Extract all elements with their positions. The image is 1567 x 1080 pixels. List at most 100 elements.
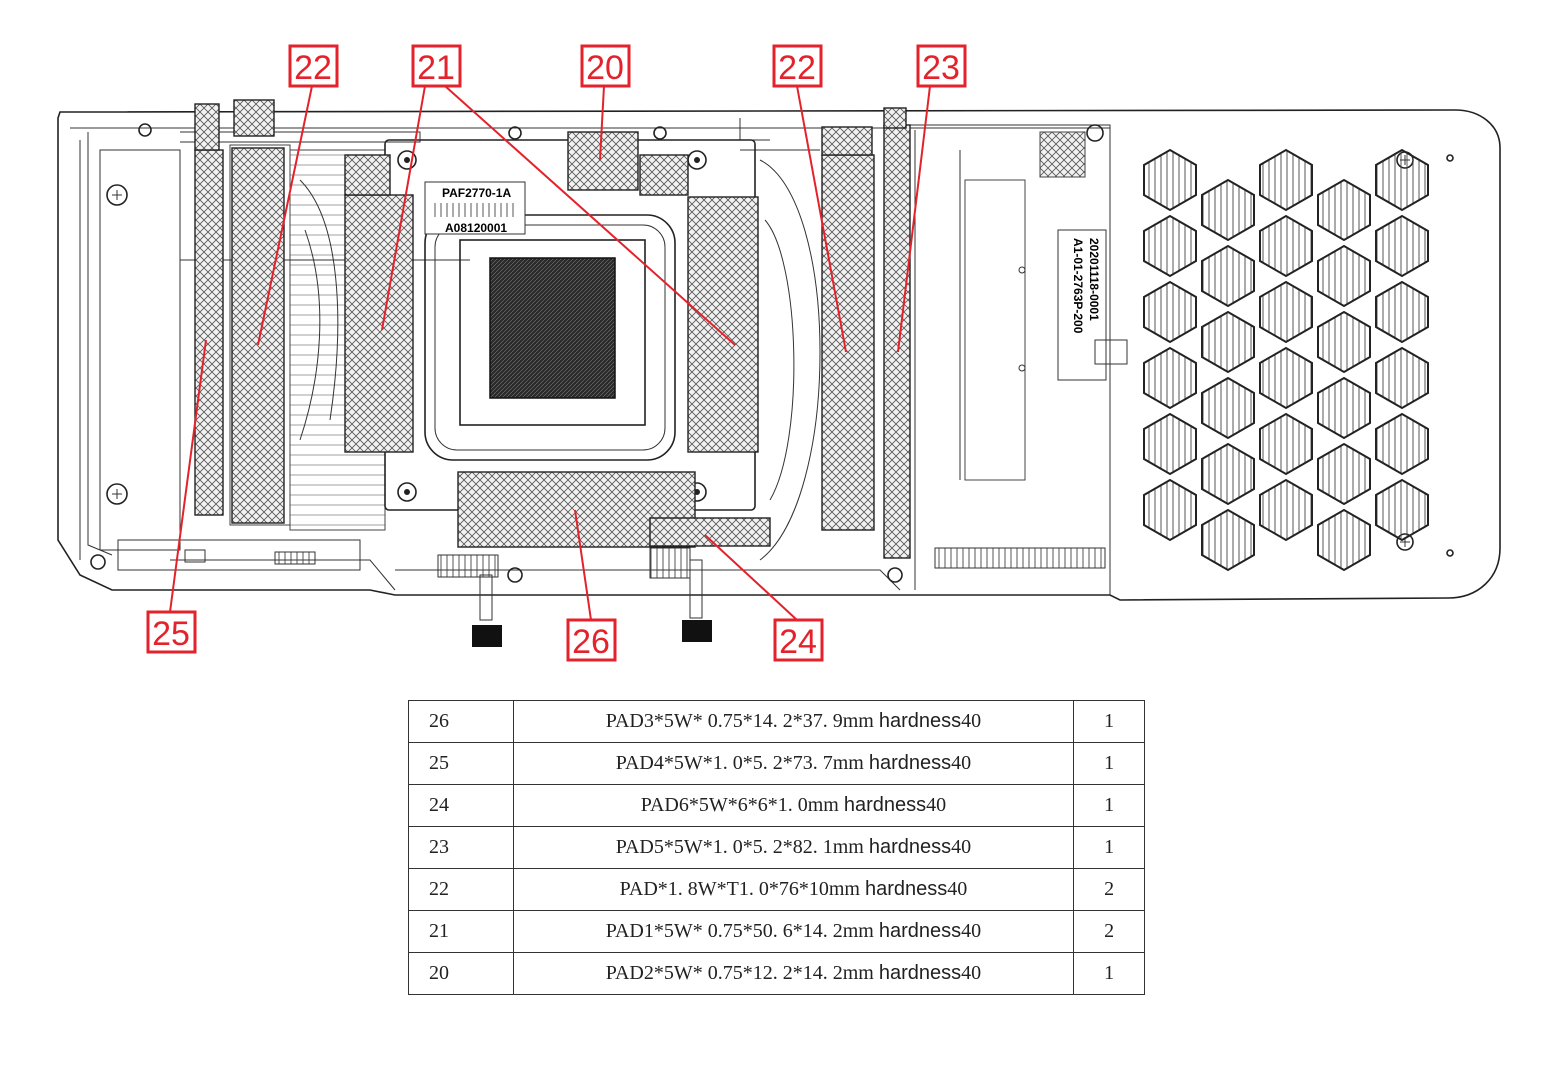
hex-vent-cell: [1375, 280, 1429, 344]
quantity: 1: [1073, 742, 1145, 785]
part-spec: PAD5*5W*1. 0*5. 2*82. 1mm: [615, 836, 864, 858]
item-number: 26: [408, 700, 514, 743]
hex-vent-cell: [1317, 178, 1371, 242]
thermal-pad-tab: [194, 103, 220, 151]
hex-vent-cell: [1201, 178, 1255, 242]
callout-number: 25: [152, 615, 190, 653]
part-spec: PAD*1. 8W*T1. 0*76*10mm: [619, 878, 860, 900]
fan-connector-right: [649, 547, 712, 642]
thermal-pad-tab: [821, 126, 873, 156]
screw-icon: [887, 567, 903, 583]
screw-icon: [90, 554, 106, 570]
hex-vent-cell: [1259, 214, 1313, 278]
quantity: 1: [1073, 700, 1145, 743]
item-number: 21: [408, 910, 514, 953]
item-number: 25: [408, 742, 514, 785]
hex-vent-cell: [1317, 244, 1371, 308]
part-description: PAD6*5W*6*6*1. 0mm hardness40: [512, 784, 1075, 827]
callout-number: 21: [417, 49, 455, 87]
hex-vent-cell: [1201, 376, 1255, 440]
thermal-pad-21-right: [687, 196, 759, 453]
part-spec: PAD6*5W*6*6*1. 0mm: [640, 794, 839, 816]
hardness-label: hardness: [878, 710, 962, 732]
hex-vent-cell: [1375, 412, 1429, 476]
part-spec: PAD1*5W* 0.75*50. 6*14. 2mm: [605, 920, 874, 942]
hex-vent-cell: [1201, 442, 1255, 506]
item-number: 20: [408, 952, 514, 995]
part-spec: PAD2*5W* 0.75*12. 2*14. 2mm: [605, 962, 874, 984]
screw-icon: [507, 567, 523, 583]
screw-icon: [653, 126, 667, 140]
hardness-label: hardness: [878, 962, 962, 984]
hex-vent-cell: [1375, 214, 1429, 278]
hex-vent-cell: [1317, 508, 1371, 572]
callout-number: 26: [572, 623, 610, 661]
screw-icon: [687, 150, 707, 170]
screw-icon: [1446, 549, 1454, 557]
hardness-label: hardness: [868, 836, 952, 858]
quantity: 2: [1073, 910, 1145, 953]
hex-vent-cell: [1143, 148, 1197, 212]
thermal-pad-25: [194, 149, 224, 516]
callout-21: 21: [381, 44, 736, 346]
quantity: 1: [1073, 826, 1145, 869]
hardness-value: 40: [951, 836, 972, 858]
screw-icon: [1086, 124, 1104, 142]
pcb-date: 20201118-0001: [1087, 238, 1101, 321]
fan-connector-left: [437, 554, 502, 647]
hex-vent-cell: [1259, 280, 1313, 344]
callout-number: 22: [778, 49, 816, 87]
screw-icon: [106, 184, 128, 206]
hardness-value: 40: [951, 752, 972, 774]
hex-vent-cell: [1259, 478, 1313, 542]
callout-20: 20: [580, 44, 631, 161]
part-spec: PAD4*5W*1. 0*5. 2*73. 7mm: [615, 752, 864, 774]
hex-vent-cell: [1201, 310, 1255, 374]
hex-vent-cell: [1317, 376, 1371, 440]
hardness-value: 40: [961, 710, 982, 732]
thermal-pad-tab: [639, 154, 689, 196]
fan-code: PAF2770-1A: [442, 186, 511, 200]
callout-22-left: 22: [257, 44, 339, 346]
thermal-pad-tab: [883, 107, 907, 129]
thermal-pad-24: [649, 517, 771, 547]
gpu-thermal-pad-drawing: PAF2770-1A A08120001 A1-01-2763P-200 202…: [57, 44, 1501, 662]
hex-vent-cell: [1317, 442, 1371, 506]
hardness-value: 40: [926, 794, 947, 816]
part-description: PAD*1. 8W*T1. 0*76*10mm hardness40: [512, 868, 1075, 911]
thermal-pad-tab: [344, 154, 391, 196]
hex-vent-cell: [1317, 310, 1371, 374]
quantity: 2: [1073, 868, 1145, 911]
screw-icon: [106, 483, 128, 505]
thermal-pad-21-left: [344, 194, 414, 453]
part-description: PAD4*5W*1. 0*5. 2*73. 7mm hardness40: [512, 742, 1075, 785]
screw-icon: [508, 126, 522, 140]
hex-vent-cell: [1143, 214, 1197, 278]
hex-vent-cell: [1143, 478, 1197, 542]
screw-icon: [397, 482, 417, 502]
hex-vent-cell: [1375, 148, 1429, 212]
thermal-pad-22-right: [821, 154, 875, 531]
part-spec: PAD3*5W* 0.75*14. 2*37. 9mm: [605, 710, 874, 732]
fan-left: [299, 179, 339, 441]
thermal-pad-20: [567, 131, 639, 191]
item-number: 23: [408, 826, 514, 869]
part-description: PAD5*5W*1. 0*5. 2*82. 1mm hardness40: [512, 826, 1075, 869]
thermal-pad-23: [883, 124, 911, 559]
pcb-code: A1-01-2763P-200: [1071, 238, 1085, 334]
hex-vent-cell: [1259, 412, 1313, 476]
hex-vent-cell: [1143, 346, 1197, 410]
hex-vent-cell: [1143, 280, 1197, 344]
fan-center: [740, 149, 821, 561]
barcode-icon: [432, 203, 518, 217]
thermal-pad-22-left: [231, 147, 285, 524]
gpu-die: [459, 239, 646, 426]
hex-vent-cell: [1259, 148, 1313, 212]
quantity: 1: [1073, 952, 1145, 995]
part-description: PAD1*5W* 0.75*50. 6*14. 2mm hardness40: [512, 910, 1075, 953]
